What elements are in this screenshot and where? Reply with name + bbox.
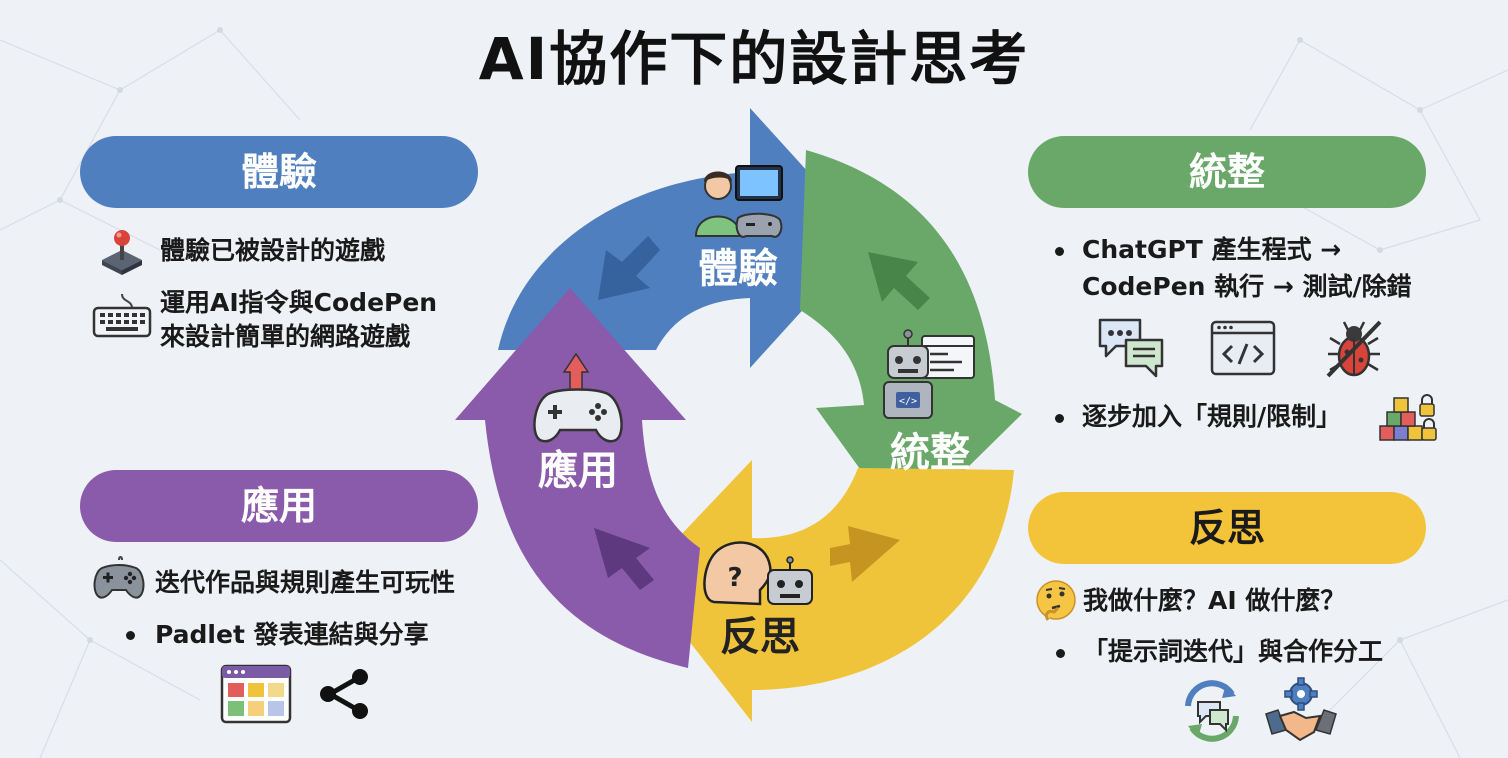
reflect-heading: 反思 xyxy=(1028,492,1426,564)
bug-icon xyxy=(1326,320,1382,378)
integrate-stage-label: 統整 xyxy=(890,430,970,476)
experience-item-3: 來設計簡單的網路遊戲 xyxy=(160,322,411,351)
apply-item-2: Padlet 發表連結與分享 xyxy=(155,620,429,649)
integrate-item-3: 逐步加入「規則/限制」 xyxy=(1082,402,1342,431)
chat-bubbles-icon xyxy=(1098,318,1164,378)
design-thinking-cycle: 體驗 </> 統整 ? 反思 應用 xyxy=(455,108,1022,722)
iterate-chat-icon xyxy=(1185,680,1239,742)
reflect-item-2: 「提示詞迭代」與合作分工 xyxy=(1083,637,1384,666)
experience-item-1: 體驗已被設計的遊戲 xyxy=(160,236,386,265)
joystick-icon xyxy=(102,230,142,275)
head-question-robot-icon: ? xyxy=(703,541,813,606)
robot-code-icon: </> xyxy=(883,329,975,419)
share-icon xyxy=(320,669,368,719)
reflect-stage-label: 反思 xyxy=(720,614,800,660)
person-gaming-icon xyxy=(694,165,783,238)
page-title: AI協作下的設計思考 xyxy=(478,25,1030,93)
svg-text:</>: </> xyxy=(899,396,917,407)
integrate-bullet-1 xyxy=(1055,247,1064,256)
experience-stage-label: 體驗 xyxy=(698,246,778,292)
keyboard-icon xyxy=(92,293,152,338)
apply-item-1: 迭代作品與規則產生可玩性 xyxy=(155,568,456,597)
integrate-item-2: CodePen 執行 → 測試/除錯 xyxy=(1082,272,1412,301)
gamepad-up-arrow-icon xyxy=(533,352,623,443)
integrate-item-1: ChatGPT 產生程式 → xyxy=(1082,235,1342,264)
apply-heading: 應用 xyxy=(80,470,478,542)
reflect-arrow xyxy=(640,460,1014,722)
apply-bullet xyxy=(126,631,135,640)
experience-heading: 體驗 xyxy=(80,136,478,208)
reflect-item-1: 我做什麼？AI 做什麼？ xyxy=(1083,586,1346,615)
svg-text:?: ? xyxy=(727,563,742,593)
handshake-gear-icon xyxy=(1265,677,1337,742)
code-window-icon xyxy=(1210,320,1276,376)
thinking-face-icon xyxy=(1036,580,1076,621)
gamepad-icon xyxy=(93,556,145,599)
padlet-board-icon xyxy=(220,664,292,724)
apply-stage-label: 應用 xyxy=(538,448,618,494)
experience-item-2: 運用AI指令與CodePen xyxy=(160,288,438,317)
integrate-arrow xyxy=(800,150,1022,530)
integrate-bullet-2 xyxy=(1055,414,1064,423)
blocks-lock-icon xyxy=(1379,394,1437,441)
integrate-heading: 統整 xyxy=(1028,136,1426,208)
reflect-bullet xyxy=(1056,649,1065,658)
